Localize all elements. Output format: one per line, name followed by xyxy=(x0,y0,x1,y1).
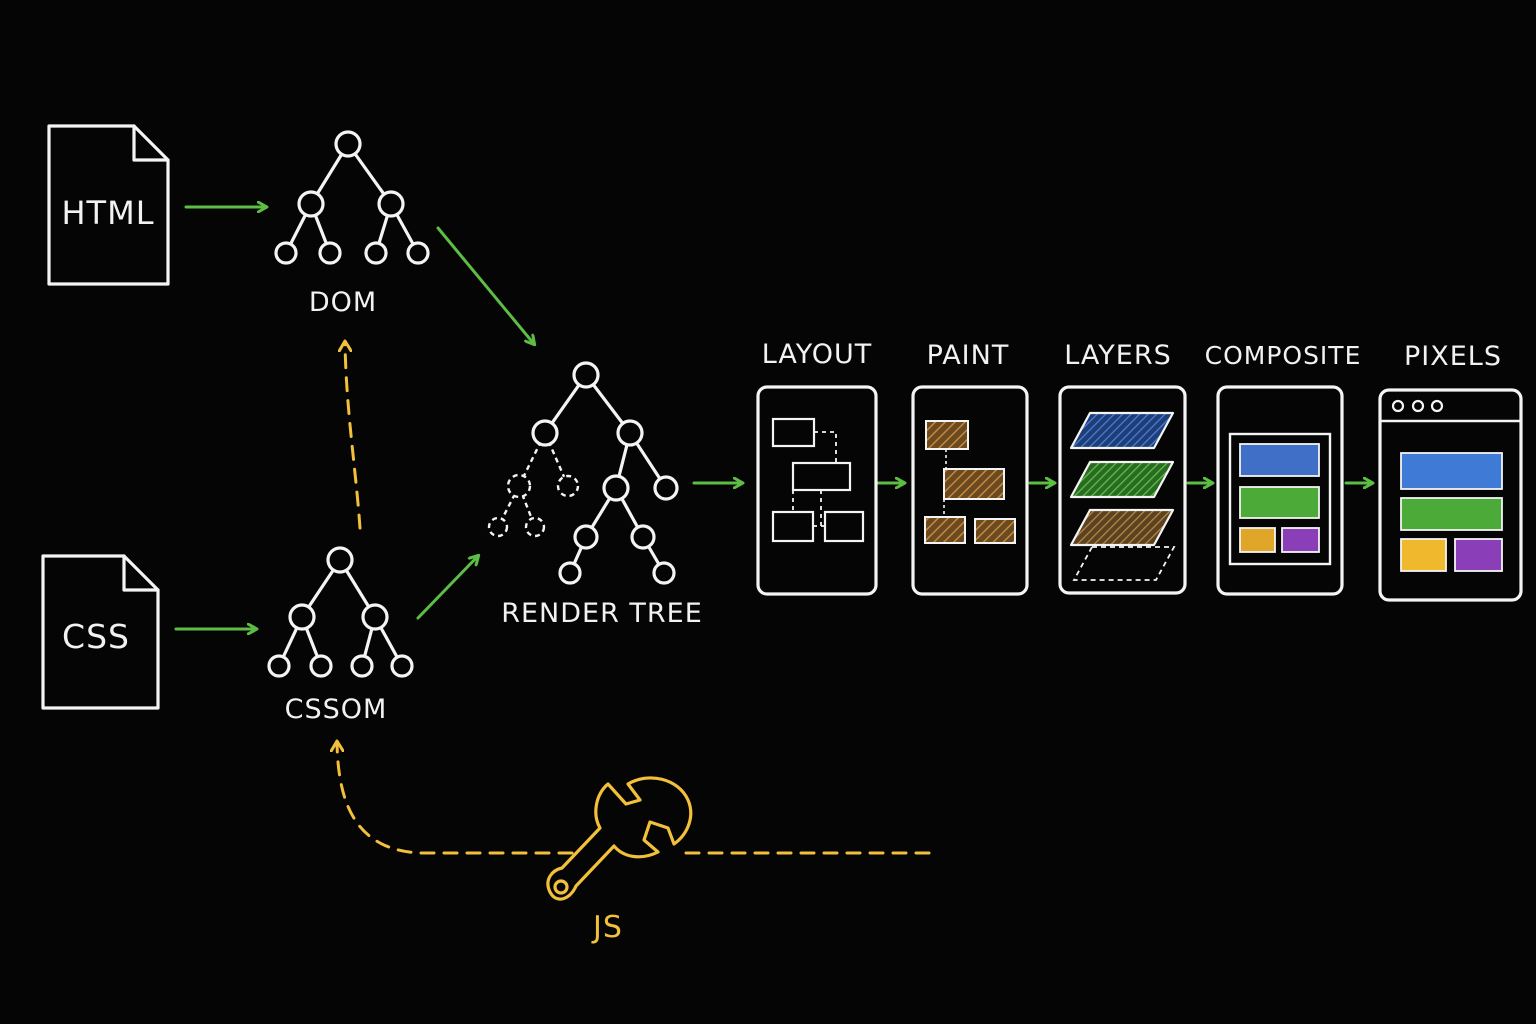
stage-label-pixels: PIXELS xyxy=(1404,341,1502,372)
dom-label: DOM xyxy=(308,287,378,318)
arrow-cssom-to-render xyxy=(416,556,478,620)
layers-panel xyxy=(1058,385,1187,595)
dom-tree-icon xyxy=(274,130,430,265)
paint-panel xyxy=(911,385,1029,596)
render-tree-icon xyxy=(487,361,679,585)
arrow-dom-to-render xyxy=(436,226,534,344)
wrench-icon xyxy=(546,776,693,901)
js-label: JS xyxy=(593,910,623,945)
pixels-panel xyxy=(1378,388,1523,602)
flow-arrows xyxy=(174,207,1372,629)
arrow-js-to-cssom xyxy=(337,742,574,855)
cssom-tree-icon xyxy=(267,546,414,678)
composite-panel xyxy=(1216,385,1344,596)
layout-panel xyxy=(756,385,878,596)
js-influence-arrows xyxy=(337,342,932,855)
css-file-icon xyxy=(41,554,160,710)
stage-label-layout: LAYOUT xyxy=(761,339,873,370)
render-tree-label: RENDER TREE xyxy=(501,598,703,629)
stage-label-composite: COMPOSITE xyxy=(1204,341,1362,370)
html-file-icon xyxy=(47,124,170,286)
cssom-label: CSSOM xyxy=(284,694,388,725)
window-dots-icon xyxy=(1391,399,1444,413)
stage-label-paint: PAINT xyxy=(926,340,1010,371)
css-file-label: CSS xyxy=(62,617,130,656)
arrow-cssom-to-dom xyxy=(345,342,362,530)
stage-label-layers: LAYERS xyxy=(1064,340,1172,371)
html-file-label: HTML xyxy=(61,194,155,232)
